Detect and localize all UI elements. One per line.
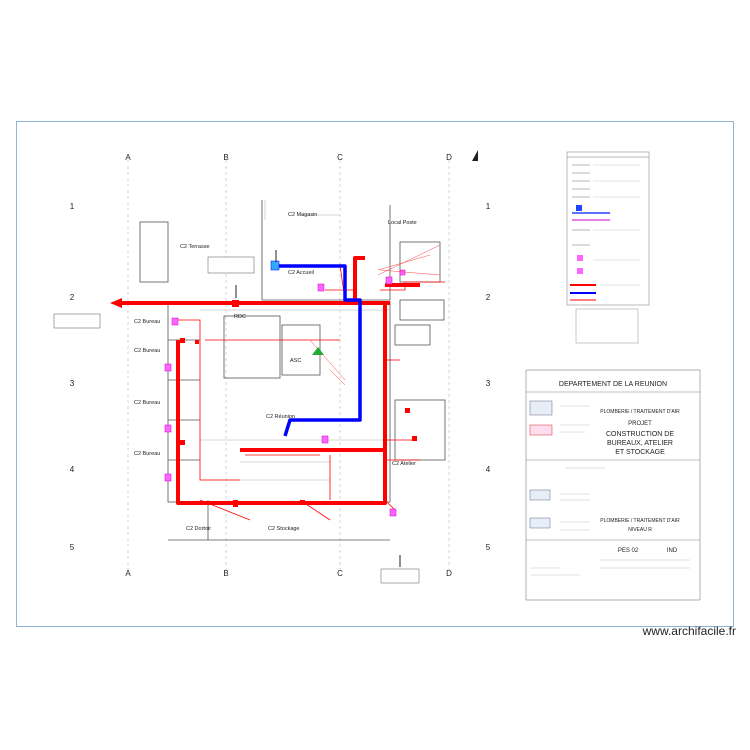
building-walls <box>139 200 446 541</box>
grid-col-a-bottom: A <box>125 569 131 578</box>
valves <box>180 300 417 507</box>
equipment-triangle-icon <box>312 347 324 355</box>
title-index: IND <box>667 548 678 554</box>
room-accueil-label: C2 Accueil <box>288 270 314 276</box>
grid-row-5-left: 5 <box>70 543 75 552</box>
grid-col-c-top: C <box>337 153 343 162</box>
arrow-markers <box>235 250 401 567</box>
drawing-frame <box>16 121 734 627</box>
title-project-line2: BUREAUX, ATELIER <box>607 440 673 447</box>
grid-col-d-bottom: D <box>446 569 452 578</box>
supply-main-pipes <box>122 256 420 505</box>
grid-row-1-left: 1 <box>70 202 75 211</box>
grid-col-c-bottom: C <box>337 569 343 578</box>
room-bureau-4-label: C2 Bureau <box>134 451 160 457</box>
legend <box>566 151 650 344</box>
title-project-line1: CONSTRUCTION DE <box>606 431 674 438</box>
outlet-arrow-icon <box>110 298 122 308</box>
network-lines <box>309 244 441 386</box>
room-bureau-1-label: C2 Bureau <box>134 319 160 325</box>
title-department: DEPARTEMENT DE LA REUNION <box>559 381 667 388</box>
sanitary-fixtures <box>164 269 406 517</box>
grid-col-a-top: A <box>125 153 131 162</box>
grid-row-3-right: 3 <box>486 379 491 388</box>
pump-icon <box>270 260 280 271</box>
room-bureau-3-label: C2 Bureau <box>134 400 160 406</box>
title-line2: PLOMBERIE / TRAITEMENT D'AIR <box>600 518 680 524</box>
room-stockage-label: C2 Stockage <box>268 526 300 532</box>
room-rdc-label: RDC <box>234 314 246 320</box>
grid-col-b-top: B <box>223 153 228 162</box>
title-block: DEPARTEMENT DE LA REUNION PLOMBERIE / TR… <box>525 369 701 601</box>
annotation-boxes <box>53 256 420 584</box>
title-project-line3: ET STOCKAGE <box>615 449 665 456</box>
grid-row-4-right: 4 <box>486 465 491 474</box>
title-line1: PLOMBERIE / TRAITEMENT D'AIR <box>600 409 680 415</box>
return-pipe <box>276 264 362 437</box>
room-bureau-2-label: C2 Bureau <box>134 348 160 354</box>
room-atelier-label: C2 Atelier <box>392 461 416 467</box>
title-project-label: PROJET <box>628 421 652 427</box>
room-asc-label: ASC <box>290 358 301 364</box>
grid-row-2-right: 2 <box>486 293 491 302</box>
room-dortoir-label: C2 Dortoir <box>186 526 211 532</box>
room-magasin-label: C2 Magasin <box>288 212 317 218</box>
title-line3: NIVEAU R <box>628 527 652 533</box>
grid-row-3-left: 3 <box>70 379 75 388</box>
room-local-label: Local Poste <box>388 220 417 226</box>
grid-col-b-bottom: B <box>223 569 228 578</box>
title-plan-number: PES 02 <box>618 548 639 554</box>
grid-row-1-right: 1 <box>486 202 491 211</box>
north-arrow-icon <box>472 150 478 161</box>
room-reunion-label: C2 Réunion <box>266 414 295 420</box>
room-terrasse-label: C2 Terrasse <box>180 244 210 250</box>
grid-lines <box>127 160 450 570</box>
grid-col-d-top: D <box>446 153 452 162</box>
grid-row-4-left: 4 <box>70 465 75 474</box>
grid-row-2-left: 2 <box>70 293 75 302</box>
watermark: www.archifacile.fr <box>642 624 736 638</box>
grid-row-5-right: 5 <box>486 543 491 552</box>
